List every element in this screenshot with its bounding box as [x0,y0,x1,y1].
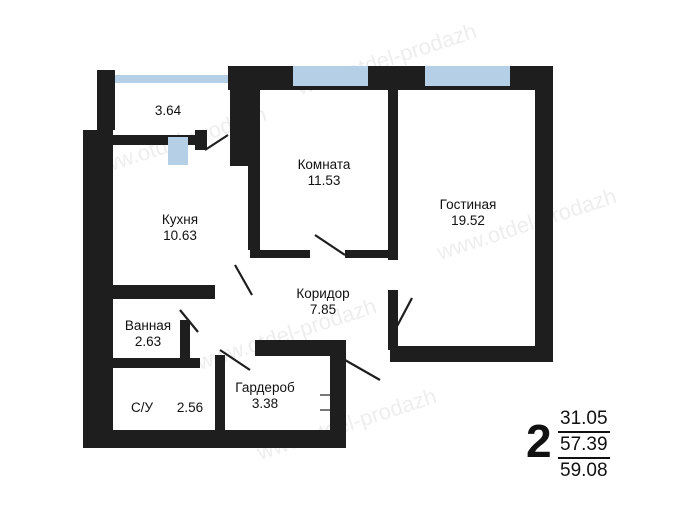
details [124,394,330,442]
corridor-label: Коридор 7.85 [296,286,349,318]
walls [83,66,553,448]
total-area: 57.39 [560,434,608,455]
summary-divider [558,431,610,433]
wc-area: 2.56 [176,400,204,415]
living-area-total: 31.05 [560,408,608,429]
doors [179,134,413,381]
living-name: Гостиная [439,197,497,212]
rooms-count: 2 [526,415,552,467]
balcony-area: 3.64 [154,103,182,118]
wc-name: С/У [130,400,154,415]
kitchen-label: Кухня 10.63 [162,212,198,244]
total-with-balcony: 59.08 [560,460,608,481]
wardrobe-name: Гардероб [235,380,295,395]
kitchen-area: 10.63 [163,228,197,243]
kitchen-name: Кухня [161,212,199,227]
living-label: Гостиная 19.52 [440,197,497,229]
summary-divider [558,457,610,459]
bath-name: Ванная [124,318,172,333]
room-label: Комната 11.53 [298,157,351,189]
living-area: 19.52 [451,213,485,228]
corridor-name: Коридор [296,286,350,301]
corridor-area: 7.85 [309,302,337,317]
bath-label: Ванная 2.63 [125,318,171,350]
room-area: 11.53 [307,173,341,188]
windows [115,66,510,165]
wardrobe-label: Гардероб 3.38 [235,380,294,412]
bath-area: 2.63 [134,334,162,349]
wardrobe-area: 3.38 [251,396,279,411]
room-name: Комната [297,157,351,172]
